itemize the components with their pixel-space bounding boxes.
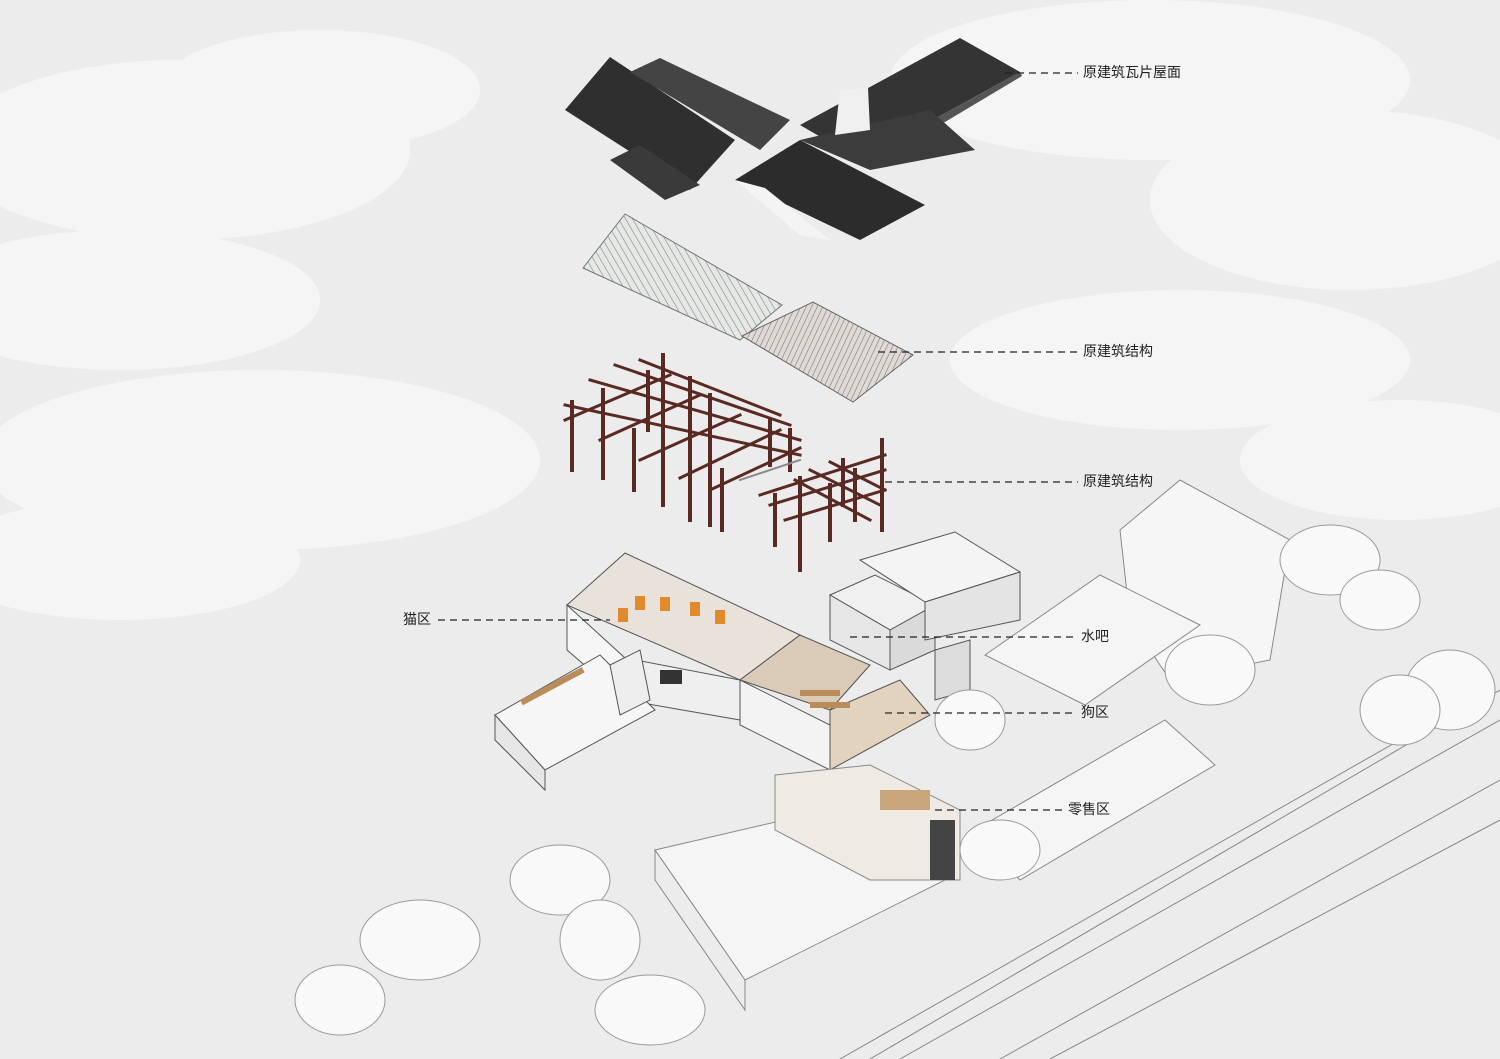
label-dog-area: 狗区 — [1081, 705, 1109, 721]
label-water-bar: 水吧 — [1081, 629, 1109, 645]
cloud-background — [0, 0, 1500, 620]
label-roof-tiles: 原建筑瓦片屋面 — [1083, 65, 1181, 81]
roof-tiles-layer — [565, 38, 1022, 240]
timber-frame-layer — [563, 353, 888, 572]
roof-boarding-layer — [582, 213, 914, 403]
leader-lines — [438, 72, 1078, 811]
label-retail-area: 零售区 — [1068, 802, 1110, 818]
tree-outlines — [294, 524, 1496, 1046]
site-context — [654, 479, 1500, 1059]
label-structure-lower: 原建筑结构 — [1083, 474, 1153, 490]
label-structure-upper: 原建筑结构 — [1083, 344, 1153, 360]
label-cat-area: 猫区 — [403, 612, 431, 628]
interior-plan-layer — [494, 531, 1022, 792]
